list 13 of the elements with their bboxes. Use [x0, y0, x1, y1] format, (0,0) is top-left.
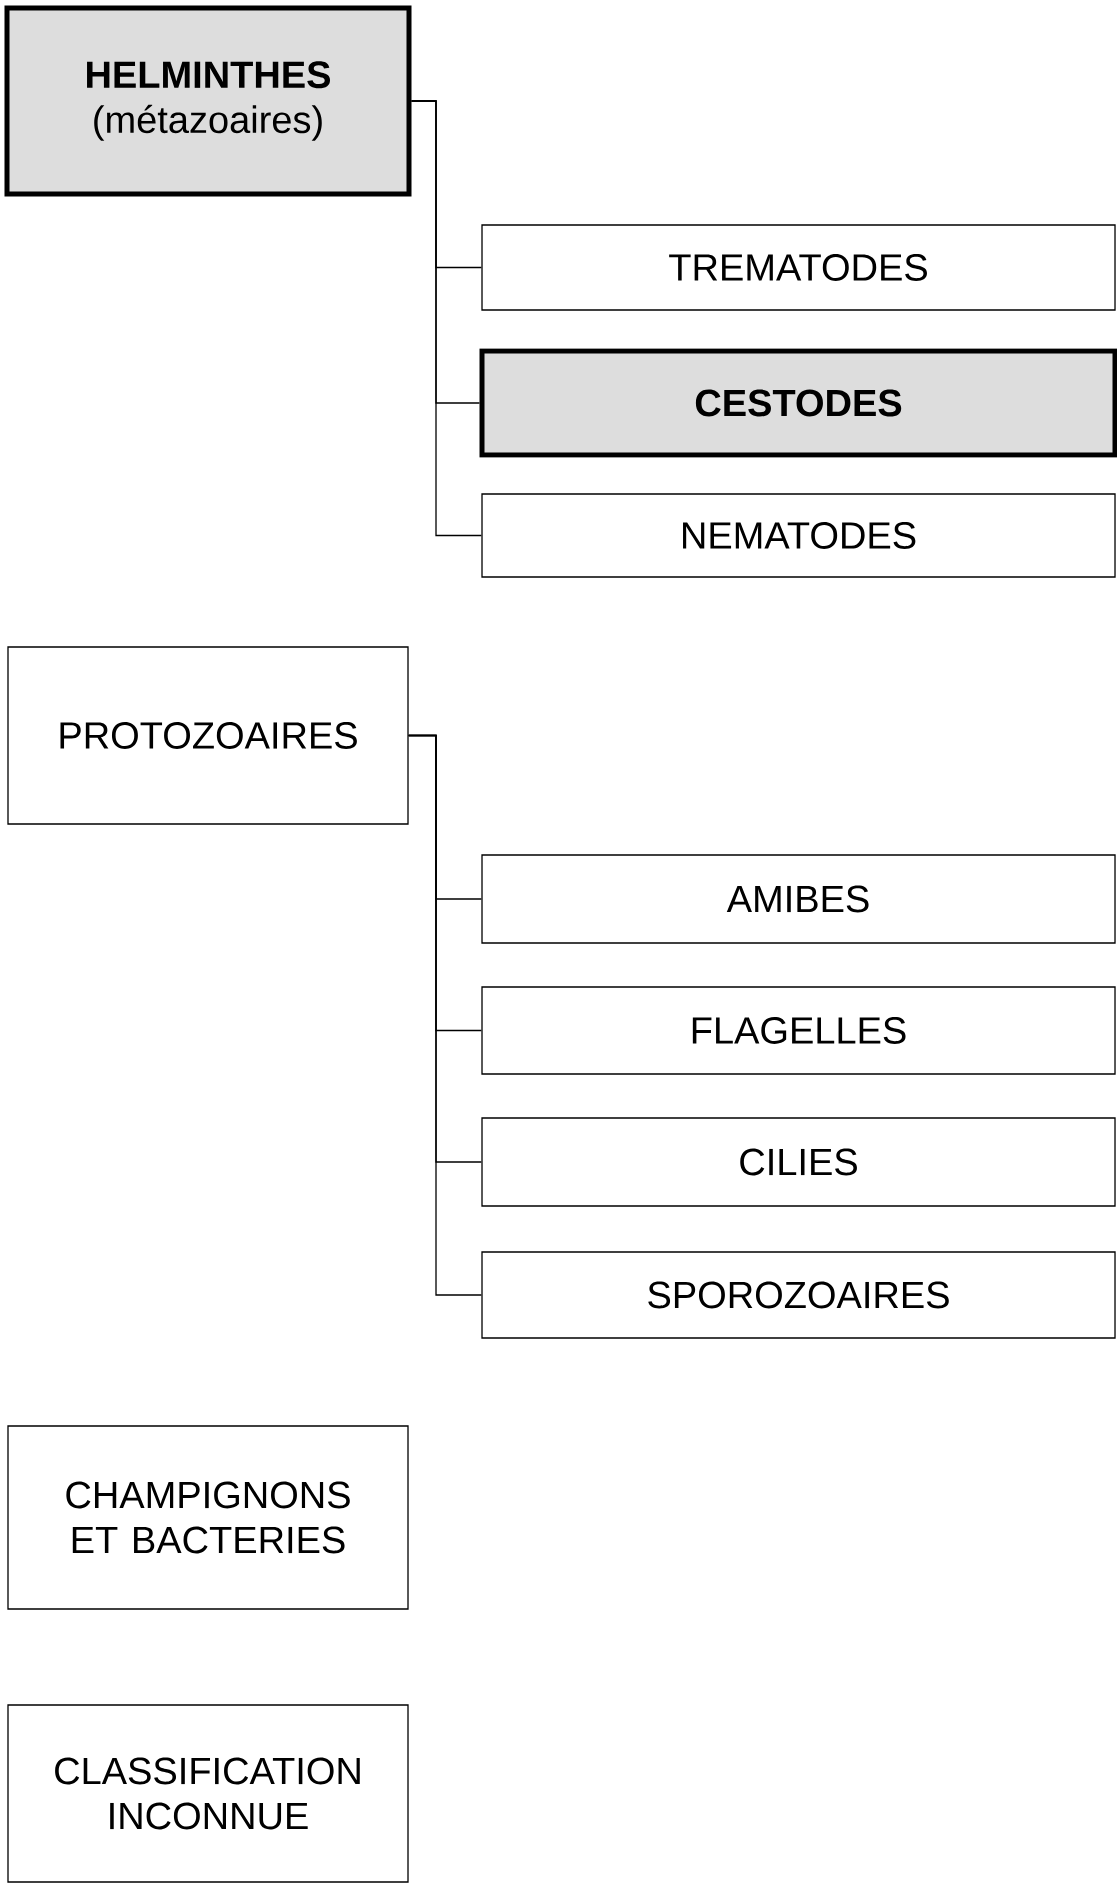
category-box: CHAMPIGNONS ET BACTERIES	[7, 1425, 409, 1610]
group-box: AMIBES	[481, 854, 1116, 944]
group-box: SPOROZOAIRES	[481, 1251, 1116, 1339]
connector	[410, 100, 482, 537]
category-box: PROTOZOAIRES	[7, 646, 409, 825]
group-box: CESTODES	[479, 348, 1117, 458]
group-box: NEMATODES	[481, 493, 1116, 578]
group-box: FLAGELLES	[481, 986, 1116, 1075]
category-box: HELMINTHES (métazoaires)	[4, 5, 412, 197]
connector	[408, 734, 482, 1296]
category-box: CLASSIFICATION INCONNUE	[7, 1704, 409, 1883]
group-box: CILIES	[481, 1117, 1116, 1207]
group-box: TREMATODES	[481, 224, 1116, 311]
